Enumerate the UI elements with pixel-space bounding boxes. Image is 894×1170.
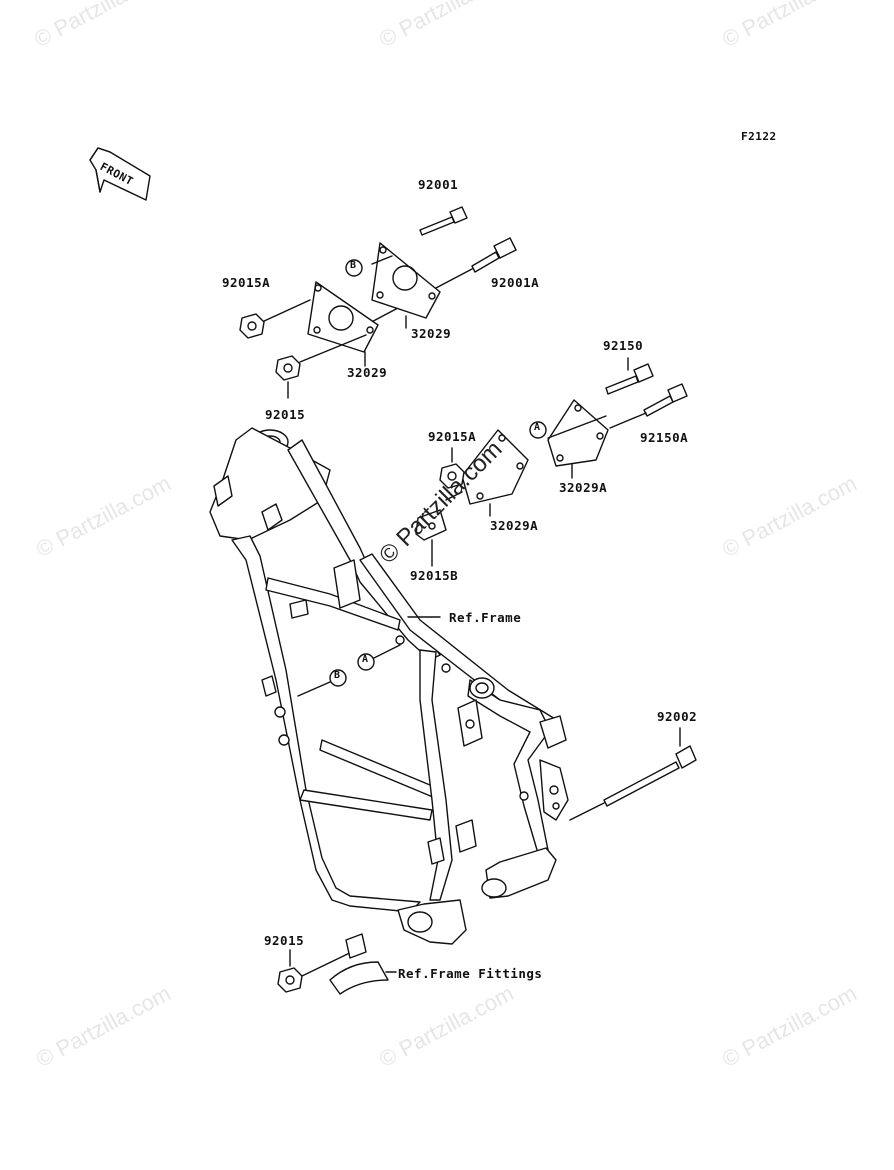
bracket-32029A-left-icon (461, 429, 529, 517)
part-label-92002: 92002 (657, 709, 698, 724)
figure-id: F2122 (741, 130, 777, 143)
part-label-92015-bottom: 92015 (264, 933, 305, 948)
callout-a-top (529, 421, 547, 439)
frame-fitting-icon (329, 933, 397, 995)
bracket-32029-left-icon (307, 281, 379, 367)
part-label-92015B: 92015B (410, 568, 459, 583)
bolt-92001-icon (419, 206, 468, 236)
part-label-32029-right: 32029 (411, 326, 452, 341)
callout-b-top (345, 259, 363, 277)
callout-a-frame-label: A (362, 654, 369, 665)
callout-b-top-label: B (350, 260, 357, 271)
part-label-92150: 92150 (603, 338, 644, 353)
bolt-92150A-icon (609, 383, 688, 429)
plate-92015B-icon (415, 509, 447, 567)
part-label-92150A: 92150A (640, 430, 689, 445)
part-label-32029A-right: 32029A (559, 480, 608, 495)
part-label-32029-left: 32029 (347, 365, 388, 380)
part-label-92001: 92001 (418, 177, 459, 192)
part-label-92001A: 92001A (491, 275, 540, 290)
nut-92015A-mid-icon (439, 447, 465, 489)
callout-a-top-label: A (534, 422, 541, 433)
part-label-92015A-top: 92015A (222, 275, 271, 290)
bracket-32029A-right-icon (547, 399, 609, 479)
ref-frame-label: Ref.Frame (449, 610, 522, 625)
nut-92015-top-icon (275, 355, 301, 399)
nut-92015A-top-icon (239, 313, 265, 339)
part-label-92015-top: 92015 (265, 407, 306, 422)
bolt-92002-icon (569, 727, 697, 821)
frame-icon (209, 427, 569, 945)
callout-a-frame (357, 653, 375, 671)
part-label-32029A-left: 32029A (490, 518, 539, 533)
bolt-92150-icon (605, 357, 654, 395)
callout-b-frame (329, 669, 347, 687)
front-arrow-icon (89, 147, 151, 201)
callout-b-frame-label: B (334, 670, 341, 681)
bracket-32029-right-icon (371, 242, 441, 329)
ref-frame-fittings-label: Ref.Frame Fittings (398, 966, 543, 981)
part-label-92015A-mid: 92015A (428, 429, 477, 444)
